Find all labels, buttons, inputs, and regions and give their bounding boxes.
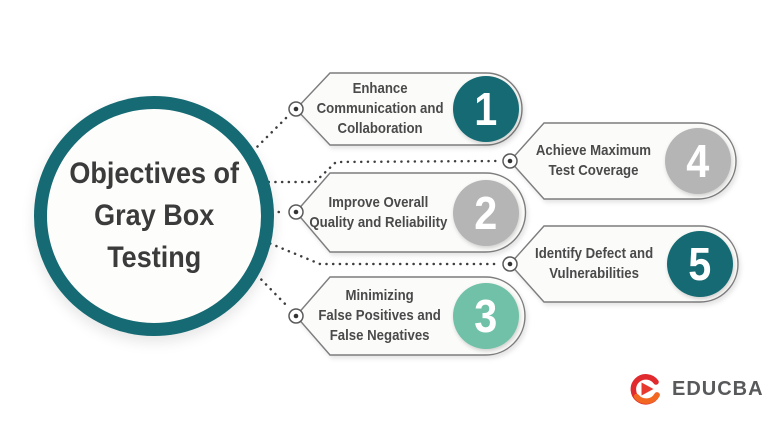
- connector-node-3: [288, 308, 304, 324]
- tag-label-5-text: Identify Defect and Vulnerabilities: [534, 245, 654, 282]
- connector-node-4: [502, 153, 518, 169]
- badge-number-5: 5: [688, 238, 712, 290]
- tag-label-4-text: Achieve Maximum Test Coverage: [535, 142, 651, 179]
- tag-label-5: Identify Defect and Vulnerabilities: [518, 228, 670, 300]
- connector-node-1: [288, 101, 304, 117]
- dotted-line-to-item-5: [262, 239, 502, 266]
- educba-e-play-icon: [630, 374, 660, 405]
- educba-logo-text: EDUCBA: [672, 377, 764, 400]
- tag-label-3: Minimizing False Positives and False Neg…: [304, 279, 456, 353]
- tag-label-1: Enhance Communication and Collaboration: [304, 75, 456, 143]
- educba-logo: EDUCBA: [628, 371, 764, 407]
- tag-label-2: Improve Overall Quality and Reliability: [300, 175, 456, 250]
- tag-label-1-text: Enhance Communication and Collaboration: [316, 80, 444, 137]
- badge-number-4: 4: [686, 135, 710, 187]
- tag-label-3-text: Minimizing False Positives and False Neg…: [318, 287, 442, 344]
- central-circle: Objectives of Gray Box Testing: [34, 96, 274, 336]
- number-badge-2: 2: [453, 180, 519, 246]
- number-badge-3: 3: [453, 283, 519, 349]
- connector-node-2: [288, 204, 304, 220]
- badge-number-3: 3: [474, 290, 498, 342]
- badge-number-2: 2: [474, 187, 498, 239]
- badge-number-1: 1: [474, 83, 498, 135]
- dotted-line-to-item-3: [250, 268, 291, 310]
- number-badge-4: 4: [665, 128, 731, 194]
- dotted-line-to-item-1: [246, 114, 290, 158]
- central-title: Objectives of Gray Box Testing: [69, 157, 239, 274]
- dotted-line-to-item-4: [260, 159, 501, 184]
- connector-node-5: [502, 256, 518, 272]
- tag-label-4: Achieve Maximum Test Coverage: [518, 125, 668, 197]
- number-badge-5: 5: [667, 231, 733, 297]
- number-badge-1: 1: [453, 76, 519, 142]
- tag-label-2-text: Improve Overall Quality and Reliability: [309, 193, 447, 231]
